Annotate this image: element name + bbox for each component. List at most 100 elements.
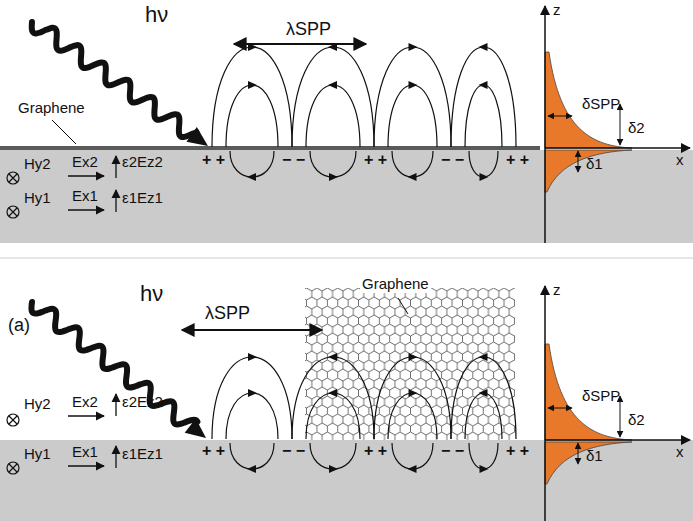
field-line xyxy=(388,393,437,439)
field-arrowhead xyxy=(328,389,337,397)
substrate xyxy=(0,150,693,243)
bottom-panel xyxy=(0,286,693,521)
charge-label: + + xyxy=(506,442,529,460)
charge-label: − − xyxy=(282,151,305,169)
field-line xyxy=(292,357,374,439)
field-arrow xyxy=(68,175,104,176)
field-label: Ex2 xyxy=(72,394,98,411)
field-arrowhead xyxy=(328,43,337,51)
field-line xyxy=(226,85,278,147)
into-page-symbol xyxy=(7,414,19,474)
field-arrow xyxy=(115,190,116,212)
field-arrowhead xyxy=(409,43,418,51)
field-label: ε1Ez1 xyxy=(122,190,163,207)
field-label: Hy2 xyxy=(24,156,51,173)
field-line xyxy=(465,85,502,147)
wavelength-arrow xyxy=(182,329,322,331)
dimension-label: δSPP xyxy=(582,388,620,405)
dimension-label: δ2 xyxy=(628,412,645,429)
field-arrowhead xyxy=(479,81,488,89)
charge-label: − − xyxy=(441,442,464,460)
field-arrowhead xyxy=(479,43,488,51)
field-arrowhead xyxy=(480,173,489,181)
field-profile xyxy=(545,344,632,440)
drawing-part xyxy=(9,464,17,472)
field-line xyxy=(306,393,360,439)
panel-separator xyxy=(0,258,693,259)
photon-wave xyxy=(31,302,197,424)
field-label: ε2Ez2 xyxy=(122,394,163,411)
field-line xyxy=(451,357,516,439)
field-line xyxy=(212,47,292,147)
axis-label: x xyxy=(676,444,684,461)
field-line xyxy=(469,443,498,469)
field-line xyxy=(392,443,433,469)
field-arrowhead xyxy=(328,353,337,361)
field-line xyxy=(306,85,360,147)
drawing-part xyxy=(7,172,19,184)
drawing-part xyxy=(9,174,17,182)
top-panel xyxy=(0,6,693,243)
charge-label: + + xyxy=(202,151,225,169)
field-label: Hy1 xyxy=(24,446,51,463)
field-arrowhead xyxy=(409,389,418,397)
field-arrowhead xyxy=(408,465,417,473)
field-arrowhead xyxy=(409,353,418,361)
field-label: ε1Ez1 xyxy=(122,446,163,463)
drawing-part xyxy=(9,208,17,216)
field-label: Hy1 xyxy=(24,190,51,207)
field-arrowhead xyxy=(479,389,488,397)
field-label: Ex1 xyxy=(72,188,98,205)
graphene-sheet xyxy=(0,146,540,150)
drawing-part xyxy=(7,206,19,218)
field-arrowhead xyxy=(408,173,417,181)
wavelength-label: λSPP xyxy=(286,20,331,40)
dimension-label: δSPP xyxy=(582,96,620,113)
field-arrowhead xyxy=(480,465,489,473)
charge-label: + + xyxy=(364,151,387,169)
field-arrowhead xyxy=(329,173,338,181)
material-label: Graphene xyxy=(16,100,87,117)
field-arrow xyxy=(115,446,116,468)
field-arrowhead xyxy=(328,81,337,89)
field-arrowhead xyxy=(248,81,257,89)
drawing-part xyxy=(7,414,19,426)
dimension-label: δ1 xyxy=(586,448,603,465)
charge-label: + + xyxy=(202,442,225,460)
field-profile xyxy=(545,442,632,484)
leader-line xyxy=(398,298,408,314)
material-label: Graphene xyxy=(360,276,431,293)
field-arrowhead xyxy=(247,173,256,181)
dimension-arrow xyxy=(578,151,579,172)
field-arrow xyxy=(68,415,104,416)
photon-wave xyxy=(32,22,197,137)
dimension-arrow xyxy=(548,116,572,117)
photon-label: hν xyxy=(145,3,168,27)
field-line xyxy=(292,47,374,147)
axis-label: x xyxy=(676,152,684,169)
field-line xyxy=(212,357,292,439)
x-axis xyxy=(545,147,690,149)
photon-arrows xyxy=(31,22,208,438)
field-line xyxy=(465,393,502,439)
field-line xyxy=(230,443,274,469)
field-line xyxy=(388,85,437,147)
dimension-label: δ1 xyxy=(586,156,603,173)
wavelength-arrow xyxy=(234,43,366,45)
field-line xyxy=(374,47,451,147)
charge-label: + + xyxy=(364,442,387,460)
substrate xyxy=(0,440,693,521)
field-label: Ex2 xyxy=(72,154,98,171)
field-lines xyxy=(212,43,516,473)
field-line xyxy=(226,393,278,439)
field-arrow xyxy=(115,394,116,416)
field-line xyxy=(392,151,433,177)
panel-label: (a) xyxy=(8,316,30,336)
field-label: Hy2 xyxy=(24,396,51,413)
field-arrow xyxy=(68,465,104,466)
field-line xyxy=(451,47,516,147)
field-line xyxy=(469,151,498,177)
into-page-symbol xyxy=(7,172,19,218)
